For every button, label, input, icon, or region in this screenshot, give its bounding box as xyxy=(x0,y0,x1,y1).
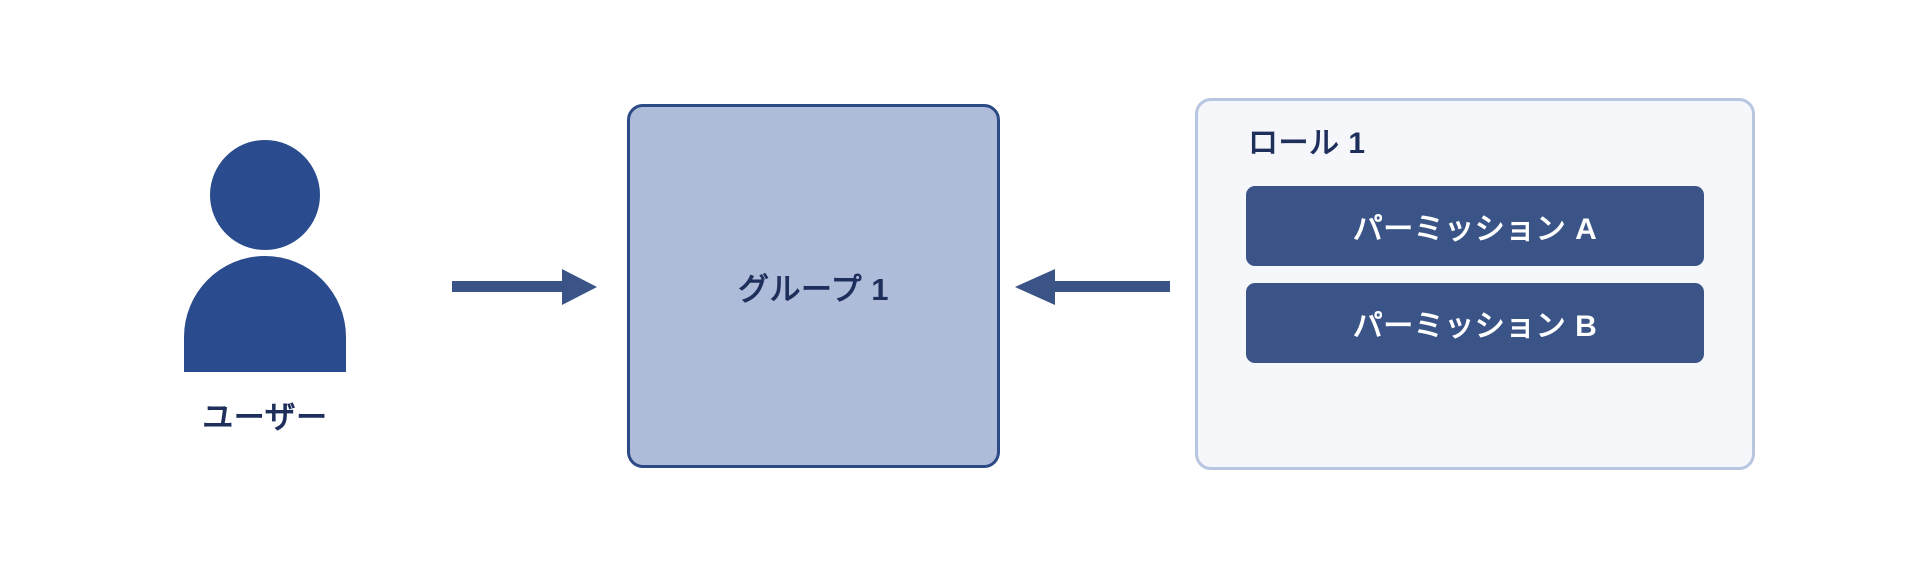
user-label: ユーザー xyxy=(202,400,328,435)
arrow-user-to-group xyxy=(452,267,600,307)
permission-chip[interactable]: パーミッション B xyxy=(1246,283,1704,363)
permission-chip[interactable]: パーミッション A xyxy=(1246,186,1704,266)
user-actor: ユーザー xyxy=(182,140,348,440)
user-person-icon xyxy=(182,140,348,372)
role-card[interactable]: ロール 1 パーミッション A パーミッション B xyxy=(1195,98,1755,470)
role-title: ロール 1 xyxy=(1248,127,1366,160)
group-box[interactable]: グループ 1 xyxy=(627,104,1000,468)
permission-list: パーミッション A パーミッション B xyxy=(1246,186,1704,363)
group-label: グループ 1 xyxy=(738,271,889,307)
arrow-role-to-group xyxy=(1012,267,1170,307)
